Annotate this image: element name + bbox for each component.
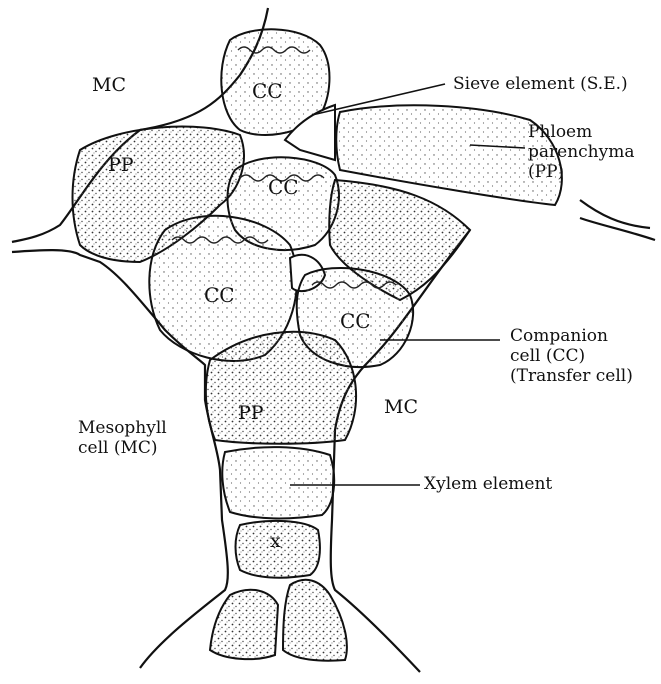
callout-xylem-element: Xylem element bbox=[424, 474, 552, 494]
label-xylem-mark: x bbox=[270, 530, 281, 552]
cell-pp-center bbox=[206, 332, 356, 444]
label-mc-top-left: MC bbox=[92, 74, 126, 96]
label-cc-top: CC bbox=[252, 80, 283, 104]
label-cc-middle: CC bbox=[268, 176, 299, 200]
callout-sieve-element: Sieve element (S.E.) bbox=[453, 74, 628, 94]
cell-xylem-element bbox=[222, 447, 334, 518]
label-cc-right: CC bbox=[340, 310, 371, 334]
label-mc-right: MC bbox=[384, 396, 418, 418]
label-pp-center: PP bbox=[238, 402, 264, 424]
cell-bottom-left bbox=[210, 590, 278, 659]
callout-phloem-parenchyma: Phloem parenchyma (PP) bbox=[528, 122, 634, 182]
callout-mesophyll-cell: Mesophyll cell (MC) bbox=[78, 418, 167, 458]
label-pp-left: PP bbox=[108, 154, 134, 176]
label-cc-left: CC bbox=[204, 284, 235, 308]
callout-companion-cell: Companion cell (CC) (Transfer cell) bbox=[510, 326, 633, 386]
